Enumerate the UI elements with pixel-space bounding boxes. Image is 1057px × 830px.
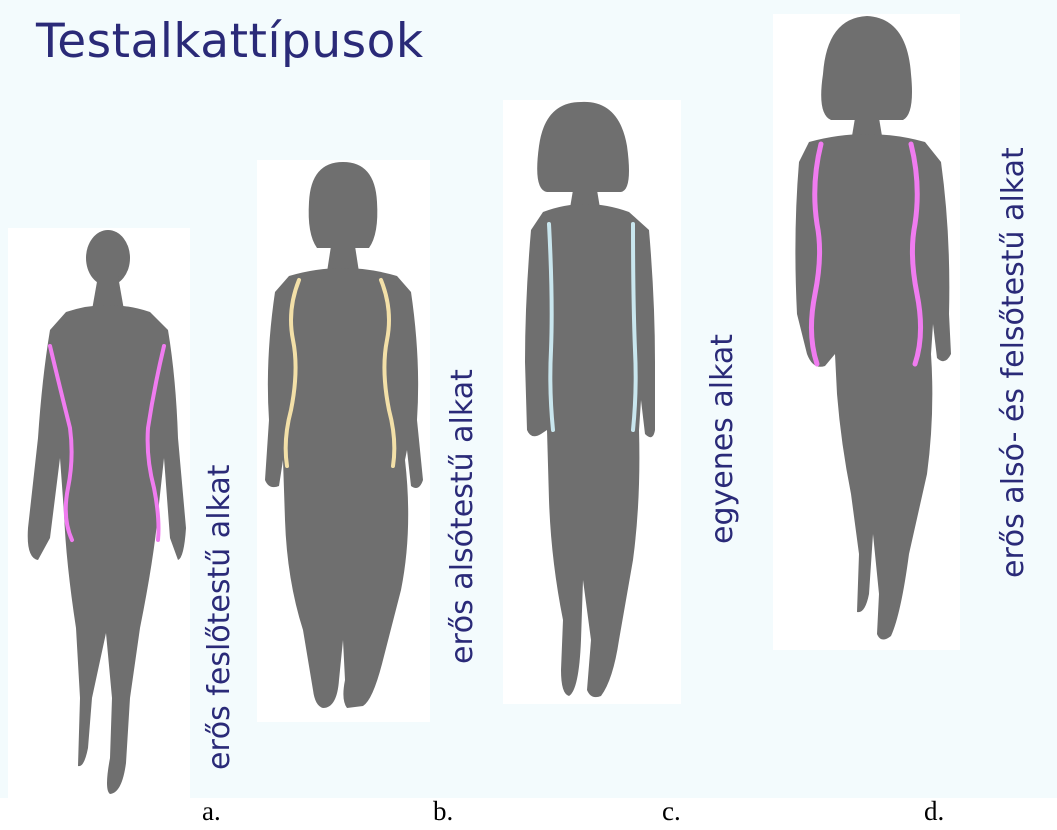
figure-c-panel: [503, 100, 681, 704]
page-title: Testalkattípusok: [36, 14, 424, 69]
figure-a-caption: a.: [202, 796, 221, 827]
figure-b-label: erős alsótestű alkat: [445, 369, 480, 664]
figure-b-caption: b.: [433, 796, 453, 827]
figure-b-panel: [257, 160, 430, 722]
figure-a-label: erős feslőtestű alkat: [202, 464, 237, 770]
figure-d-label: erős alsó- és felsőtestű alkat: [996, 147, 1031, 578]
silhouette-a: [8, 228, 190, 798]
figure-d-caption: d.: [924, 796, 944, 827]
figure-d-panel: [773, 14, 960, 650]
contour-line: [549, 224, 553, 430]
silhouette-b: [257, 160, 430, 722]
silhouette-d: [773, 14, 960, 650]
figure-a-panel: [8, 228, 190, 798]
figure-c-label: egyenes alkat: [705, 334, 740, 544]
silhouette-c: [503, 100, 681, 704]
figure-c-caption: c.: [662, 796, 681, 827]
